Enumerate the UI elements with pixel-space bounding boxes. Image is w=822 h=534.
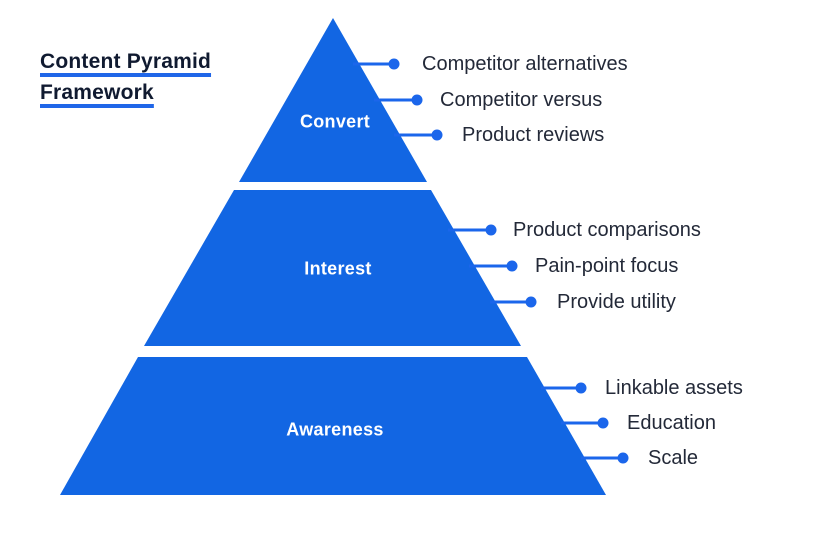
diagram-title: Content Pyramid Framework (40, 46, 211, 108)
pyramid-tier-awareness-shape (60, 357, 606, 495)
tier-label-awareness: Awareness (286, 419, 384, 440)
item-label-education: Education (627, 412, 716, 434)
connector-dot (431, 129, 443, 141)
item-label-competitor-alternatives: Competitor alternatives (422, 53, 628, 75)
tier-label-convert: Convert (299, 111, 371, 132)
connector-dot (597, 417, 609, 429)
diagram-title-line2: Framework (40, 81, 154, 104)
item-label-provide-utility: Provide utility (557, 291, 676, 313)
connector-dot (525, 296, 537, 308)
item-label-linkable-assets: Linkable assets (605, 377, 743, 399)
connector-dot (575, 382, 587, 394)
item-label-product-comparisons: Product comparisons (513, 219, 701, 241)
diagram-title-line1: Content Pyramid (40, 50, 212, 73)
item-label-scale: Scale (648, 447, 699, 469)
connector-dot (411, 94, 423, 106)
pyramid-tier-convert-shape (239, 18, 427, 182)
pyramid-tier-interest-shape (144, 190, 521, 346)
tier-label-interest: Interest (304, 258, 372, 279)
item-label-product-reviews: Product reviews (462, 124, 605, 146)
connector-dot (485, 224, 497, 236)
item-label-competitor-versus: Competitor versus (440, 89, 603, 111)
connector-dot (388, 58, 400, 70)
item-label-pain-point-focus: Pain-point focus (535, 255, 679, 277)
connector-dot (617, 452, 629, 464)
connector-dot (506, 260, 518, 272)
